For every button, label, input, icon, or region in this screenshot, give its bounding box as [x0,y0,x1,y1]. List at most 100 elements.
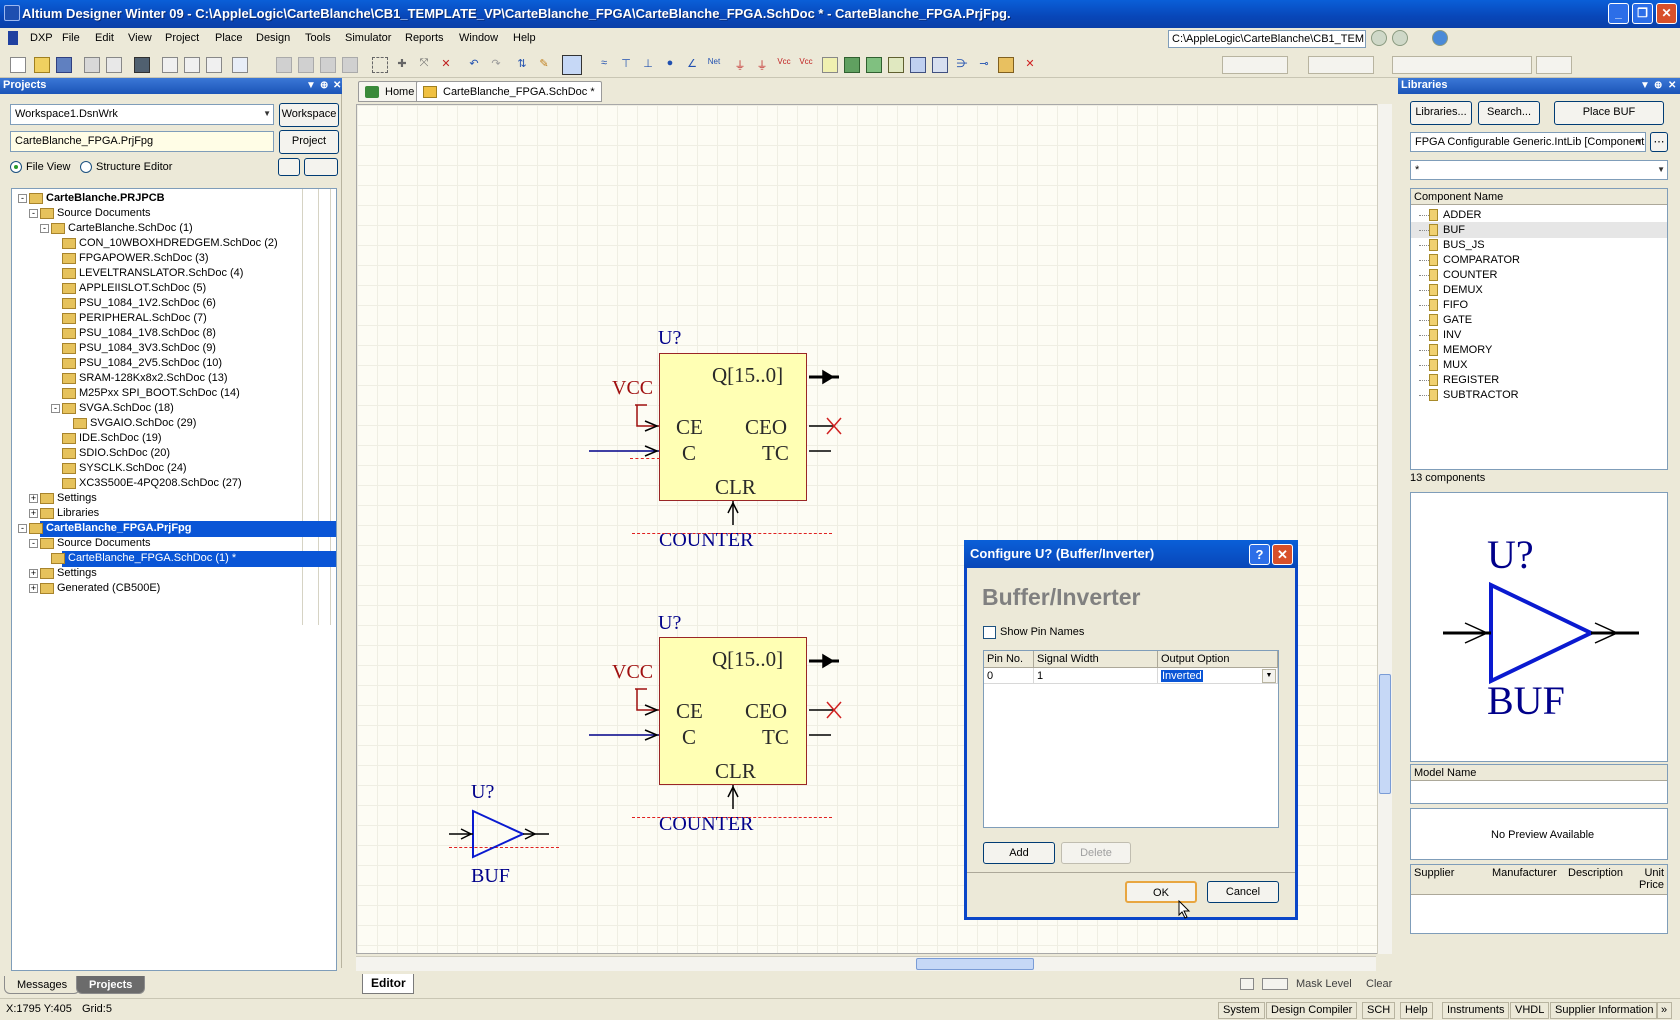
library-more-button[interactable]: ⋯ [1650,132,1668,152]
tree-item[interactable]: -CarteBlanche.SchDoc (1) [40,221,336,237]
grid-cell-pin[interactable]: 0 [984,668,1034,684]
description-header[interactable]: Description [1565,865,1635,895]
libraries-button[interactable]: Libraries... [1410,101,1472,125]
bus-icon[interactable]: ⊤ [621,58,631,70]
component-item[interactable]: INV [1411,327,1667,343]
print-preview-icon[interactable] [106,57,122,73]
expand-icon[interactable]: + [29,508,38,518]
cross-probe-icon[interactable]: ✎ [539,58,549,70]
active-tool-icon[interactable] [562,55,582,75]
brush-icon[interactable] [1240,978,1254,990]
rubber-stamp-icon[interactable] [342,57,358,73]
file-view-radio[interactable] [10,161,22,173]
tree-item[interactable]: SRAM-128Kx8x2.SchDoc (13) [62,371,336,387]
menu-project[interactable]: Project [165,32,200,44]
tree-item[interactable]: +Settings [29,566,336,582]
back-icon[interactable] [1371,30,1387,46]
vertical-scrollbar[interactable] [1377,104,1392,954]
tree-item[interactable]: SVGAIO.SchDoc (29) [73,416,336,432]
tree-item[interactable]: PSU_1084_1V8.SchDoc (8) [62,326,336,342]
project-options-icon[interactable] [278,158,300,176]
structure-editor-radio[interactable] [80,161,92,173]
supplier-header[interactable]: Supplier [1411,865,1489,895]
panel-close-icon[interactable]: ✕ [1668,80,1677,91]
panel-menu-icon[interactable]: ▼ [306,80,316,91]
collapse-icon[interactable]: - [29,209,38,218]
part-icon[interactable] [844,57,860,73]
status-more-button[interactable]: » [1656,1002,1673,1019]
tree-item[interactable]: -Source Documents [29,206,336,222]
tree-item[interactable]: SYSCLK.SchDoc (24) [62,461,336,477]
collapse-icon[interactable]: - [18,194,27,203]
menu-design[interactable]: Design [256,32,291,44]
tab-projects[interactable]: Projects [76,976,146,994]
tree-item[interactable]: M25Pxx SPI_BOOT.SchDoc (14) [62,386,336,402]
tree-item[interactable]: +Libraries [29,506,336,522]
tree-item[interactable]: CON_10WBOXHDREDGEM.SchDoc (2) [62,236,336,252]
junction-icon[interactable]: ● [666,57,674,69]
dialog-close-icon[interactable]: ✕ [1272,544,1293,565]
grid-header-option[interactable]: Output Option [1158,651,1278,668]
move-selection-icon[interactable]: ⤧ [419,57,429,69]
component-item[interactable]: MEMORY [1411,342,1667,358]
panel-close-icon[interactable]: ✕ [333,80,342,91]
wire-icon[interactable]: ≈ [600,57,608,69]
cancel-button[interactable]: Cancel [1207,881,1279,903]
component-name-header[interactable]: Component Name [1411,189,1667,205]
tree-item[interactable]: SDIO.SchDoc (20) [62,446,336,462]
component-item[interactable]: REGISTER [1411,372,1667,388]
gnd2-icon[interactable]: ⏚ [756,60,768,72]
signal-harness-icon[interactable]: ⊸ [979,58,989,70]
port-icon[interactable] [822,57,838,73]
grid-cell-option[interactable]: Inverted ▼ [1158,668,1278,684]
tree-item[interactable]: XC3S500E-4PQ208.SchDoc (27) [62,476,336,492]
counter1-body[interactable] [659,353,807,501]
add-button[interactable]: Add [983,842,1055,864]
net-icon[interactable]: Net [707,57,721,66]
filter-icon[interactable] [232,57,248,73]
clear-button[interactable]: Clear [1366,978,1393,990]
collapse-icon[interactable]: - [51,404,60,413]
forward-icon[interactable] [1392,30,1408,46]
toolbar-combo-1[interactable] [1222,56,1288,74]
tree-item[interactable]: -CarteBlanche_FPGA.PrjFpg [18,521,336,537]
save-icon[interactable] [56,57,72,73]
counter2-body[interactable] [659,637,807,785]
select-area-icon[interactable] [372,57,388,73]
vertical-scroll-thumb[interactable] [1379,674,1391,794]
show-pin-names-checkbox[interactable] [983,626,996,639]
help-icon[interactable]: ? [1249,544,1270,565]
sheet-entry-icon[interactable] [888,57,904,73]
move-icon[interactable]: ✚ [397,58,407,70]
status-help-button[interactable]: Help [1400,1002,1433,1019]
menu-edit[interactable]: Edit [95,32,114,44]
tree-item[interactable]: +Generated (CB500E) [29,581,336,597]
collapse-icon[interactable]: - [40,224,49,233]
device-sheet-icon[interactable] [910,57,926,73]
output-option-value[interactable]: Inverted [1161,670,1203,682]
component-item[interactable]: DEMUX [1411,282,1667,298]
vcc-icon[interactable]: Vcc [777,57,791,66]
component-item[interactable]: BUF [1411,222,1667,238]
component-item[interactable]: COMPARATOR [1411,252,1667,268]
sheet-symbol-icon[interactable] [866,57,882,73]
menu-tools[interactable]: Tools [305,32,331,44]
component-item[interactable]: COUNTER [1411,267,1667,283]
tree-item[interactable]: APPLEIISLOT.SchDoc (5) [62,281,336,297]
menu-place[interactable]: Place [215,32,243,44]
minimize-button[interactable]: _ [1608,3,1629,24]
tree-item[interactable]: LEVELTRANSLATOR.SchDoc (4) [62,266,336,282]
chevron-down-icon[interactable]: ▼ [1262,669,1276,683]
component-item[interactable]: FIFO [1411,297,1667,313]
undo-icon[interactable]: ↶ [469,58,479,70]
menu-dxp[interactable]: DXP [30,32,53,44]
status-instruments-button[interactable]: Instruments [1442,1002,1510,1019]
tab-schdoc[interactable]: CarteBlanche_FPGA.SchDoc * [416,81,602,102]
unit-price-header[interactable]: Unit Price [1635,865,1667,895]
tree-item[interactable]: IDE.SchDoc (19) [62,431,336,447]
tree-item[interactable]: PERIPHERAL.SchDoc (7) [62,311,336,327]
tree-item[interactable]: -Source Documents [29,536,336,552]
status-vhdl-button[interactable]: VHDL [1510,1002,1550,1019]
project-field[interactable]: CarteBlanche_FPGA.PrjFpg [10,131,274,152]
zoom-selected-icon[interactable] [206,57,222,73]
